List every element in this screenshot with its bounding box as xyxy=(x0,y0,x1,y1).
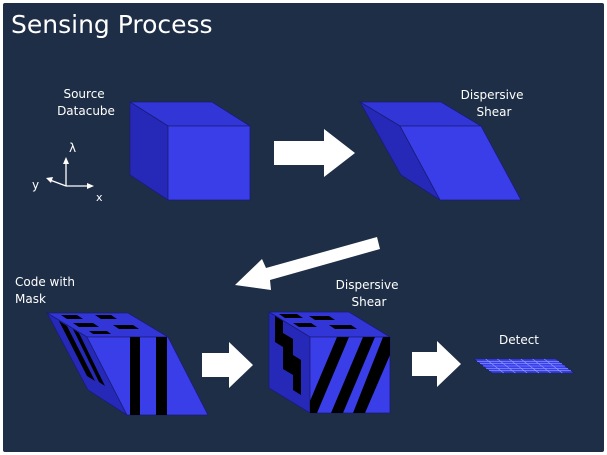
y-axis-arrowhead xyxy=(46,177,53,183)
mask-block-top-4 xyxy=(113,325,139,329)
mask-block-bottom-top-3 xyxy=(293,323,317,327)
mask-stripe-front-2 xyxy=(156,337,167,415)
mask-block-top-5 xyxy=(89,331,111,334)
sheared-datacube-top xyxy=(358,100,522,201)
source-cube-front xyxy=(167,125,251,201)
arrow-diagonal-down-left xyxy=(235,237,380,290)
dispersive-shear-top-label: Dispersive Shear xyxy=(461,88,528,119)
mask-step-side-1 xyxy=(275,316,283,347)
coded-datacube xyxy=(45,311,209,417)
mask-diagonal-stripe-3 xyxy=(353,337,390,413)
axes-glyph xyxy=(46,157,94,189)
sensing-process-diagram: Sensing Process Source Datacube λ y x Di… xyxy=(11,10,575,417)
mask-block-bottom-top-2 xyxy=(309,316,335,320)
detector-grid xyxy=(477,358,571,374)
dispersive-shear-bottom-label: Dispersive Shear xyxy=(336,278,403,309)
detector-plane xyxy=(473,358,575,374)
sheared-datacube-bottom xyxy=(267,311,392,414)
mask-stripe-front-1 xyxy=(130,337,140,415)
mask-block-top-3 xyxy=(73,323,99,327)
x-axis-arrowhead xyxy=(87,183,94,189)
coded-cube-front xyxy=(86,336,209,416)
detect-label: Detect xyxy=(499,333,539,347)
y-axis-line xyxy=(49,179,67,187)
mask-step-side-3 xyxy=(293,355,301,395)
mask-diagonal-stripe-1 xyxy=(310,337,349,413)
mask-block-bottom-top-1 xyxy=(279,314,303,318)
arrow-right-top xyxy=(274,129,355,177)
mask-stripe-side-2 xyxy=(73,329,105,386)
mask-stripe-side-1 xyxy=(59,321,95,381)
mask-block-top-1 xyxy=(61,315,83,319)
x-axis-label: x xyxy=(96,191,103,204)
source-datacube-label: Source Datacube xyxy=(57,87,115,118)
shear-top-cube-front xyxy=(399,125,522,201)
y-axis-label: y xyxy=(32,178,39,192)
mask-block-bottom-top-4 xyxy=(329,325,357,329)
mask-diagonal-stripe-2 xyxy=(331,337,375,413)
slide-title: Sensing Process xyxy=(11,10,213,39)
slide: Sensing Process Source Datacube λ y x Di… xyxy=(3,3,604,452)
code-with-mask-label: Code with Mask xyxy=(15,275,79,306)
arrow-right-bottom-1 xyxy=(202,342,253,388)
lambda-axis-arrowhead xyxy=(63,157,69,164)
arrow-right-bottom-2 xyxy=(412,341,461,387)
source-datacube xyxy=(128,101,252,201)
mask-step-side-2 xyxy=(283,333,293,375)
lambda-axis-label: λ xyxy=(69,141,76,155)
mask-block-top-2 xyxy=(95,315,117,319)
